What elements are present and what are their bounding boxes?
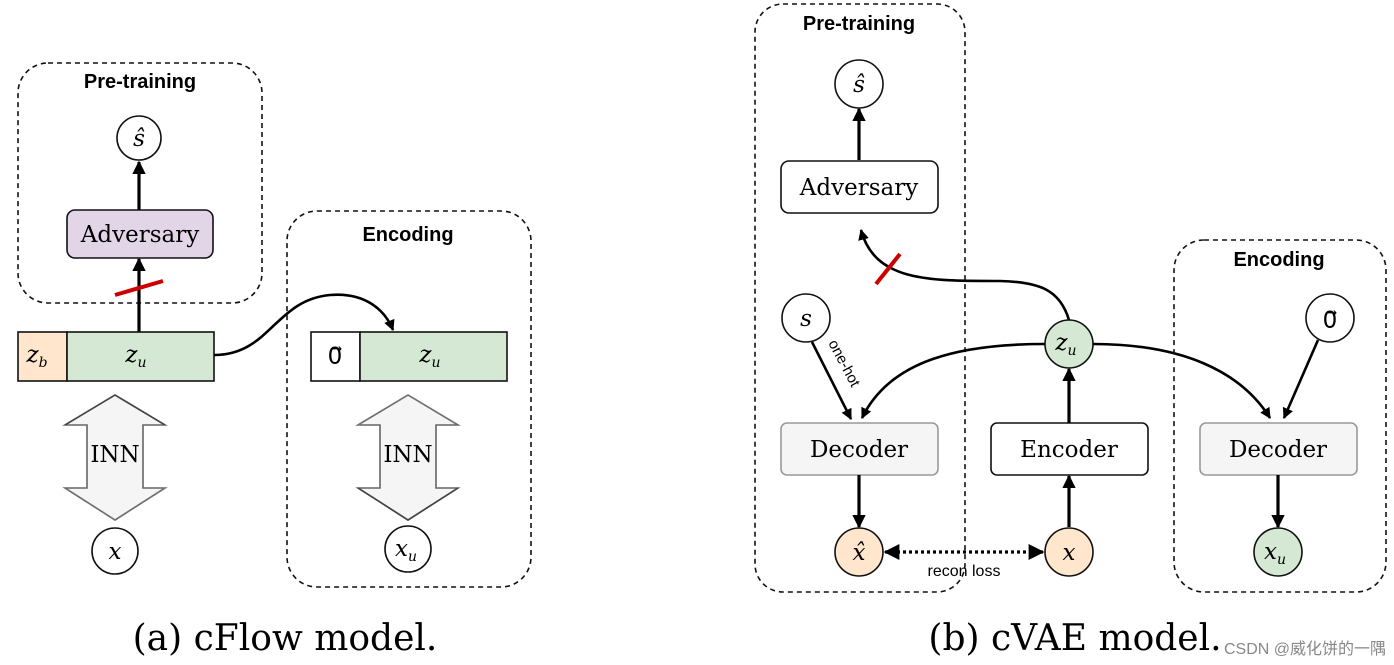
panel-b-cvae: Pre-training ŝ Adversary s one-hot zu De… — [754, 3, 1387, 659]
encoding-region-b — [1173, 239, 1387, 593]
x-node-b — [1044, 527, 1094, 577]
pretraining-title-a: Pre-training — [84, 71, 196, 93]
decoder-label-left: Decoder — [810, 437, 908, 463]
pretraining-region-b — [754, 3, 966, 593]
adversary-label-b: Adversary — [799, 175, 918, 201]
pretraining-title-b: Pre-training — [803, 13, 915, 35]
s-hat-label-b: ŝ — [853, 72, 865, 98]
s-hat-label-a: ŝ — [133, 126, 145, 152]
caption-a: (a) cFlow model. — [133, 618, 438, 659]
inn-label-right: INN — [383, 442, 432, 468]
encoding-title-a: Encoding — [362, 224, 453, 246]
x-hat-label-b: x̂ — [853, 540, 866, 566]
arrow-zu-to-adversary-b — [858, 228, 1071, 321]
xu-node-a — [384, 525, 432, 573]
inn-bottom-dashed-left — [64, 487, 166, 521]
x-node-a — [91, 527, 139, 575]
s-hat-node-a — [116, 115, 162, 161]
one-hot-label: one-hot — [824, 337, 863, 391]
arrow-zu-to-encoding-a — [213, 293, 395, 357]
adversary-label-a: Adversary — [80, 222, 199, 248]
xu-label-a: xu — [395, 536, 417, 565]
inn-label-left: INN — [90, 442, 139, 468]
zb-segment — [17, 331, 68, 382]
adversary-box-b — [780, 160, 939, 214]
x-hat-node-b — [834, 527, 884, 577]
arrow-zu-to-decoder-right — [1092, 342, 1272, 419]
zero-vector-label-a: 0⃗ — [328, 344, 343, 370]
xu-node-b — [1253, 527, 1303, 577]
arrow-s-to-decoder-b — [810, 341, 853, 420]
zu-label-encoding-a: zu — [418, 342, 440, 371]
arrow-zu-to-decoder-left — [860, 342, 1046, 419]
arrow-zero-to-decoder-right — [1282, 339, 1320, 420]
x-label-b: x — [1063, 540, 1076, 566]
recon-loss-label: recon loss — [928, 563, 1001, 580]
gradient-stop-cut-a — [114, 279, 164, 297]
inn-top-solid-left — [64, 394, 166, 426]
zb-label: zb — [25, 342, 47, 371]
zero-segment-a — [310, 331, 361, 382]
x-label-a: x — [109, 539, 122, 565]
zu-segment-encoding-a — [359, 331, 508, 382]
encoding-region-a — [286, 210, 532, 588]
zu-label-b: zu — [1054, 330, 1076, 359]
zero-vector-node-b — [1305, 293, 1355, 343]
xu-label-b: xu — [1264, 539, 1286, 568]
decoder-label-right: Decoder — [1229, 437, 1327, 463]
zu-label-a: zu — [124, 342, 146, 371]
encoder-label: Encoder — [1020, 437, 1118, 463]
zero-vector-label-b: 0⃗ — [1323, 308, 1338, 334]
s-label-b: s — [800, 306, 812, 332]
panel-a-cflow: Pre-training ŝ Adversary zb zu INN x Enc… — [17, 62, 532, 659]
inn-top-dashed-right — [357, 394, 459, 426]
watermark: CSDN @威化饼的一隅 — [1224, 640, 1386, 658]
s-node-b — [781, 293, 831, 343]
caption-b: (b) cVAE model. — [928, 618, 1221, 659]
zu-segment-a — [66, 331, 215, 382]
encoding-title-b: Encoding — [1233, 249, 1324, 271]
inn-double-arrow-left — [62, 394, 168, 521]
gradient-stop-cut-b — [874, 252, 902, 286]
inn-bottom-solid-right — [357, 487, 459, 521]
